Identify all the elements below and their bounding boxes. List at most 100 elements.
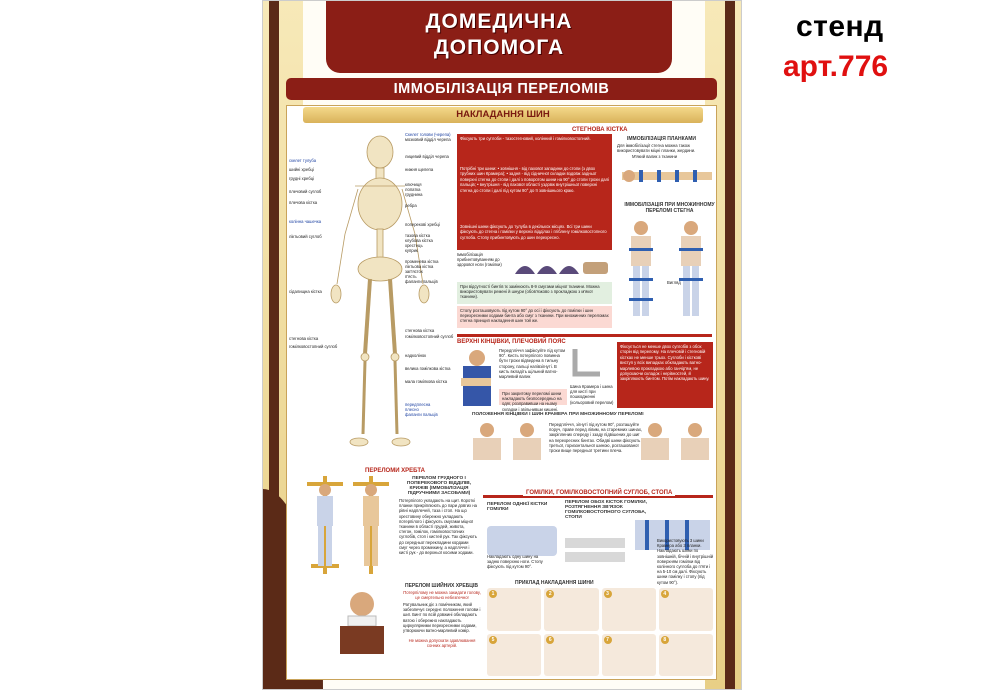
stand-label: стенд bbox=[796, 10, 884, 43]
skeleton-label: фаланги пальців bbox=[405, 279, 438, 284]
skeleton-label: ключиця bbox=[405, 182, 422, 187]
cramer-splint-icon bbox=[572, 349, 600, 377]
upper-closed-note: При закритому переломі шини накладають б… bbox=[499, 389, 567, 412]
upper-heading: ВЕРХНІ КІНЦІВКИ, ПЛЕЧОВИЙ ПОЯС bbox=[457, 339, 566, 345]
skeleton-label: клубова кістка bbox=[405, 238, 433, 243]
femur-text-3: Зовнішні шини фіксують до тулуба в декіл… bbox=[457, 222, 612, 250]
skeleton-label: скелет тулуба bbox=[289, 158, 317, 163]
frame-brown-left bbox=[269, 1, 279, 689]
skeleton-label: плесно bbox=[405, 407, 419, 412]
skeleton-label: п'ясть bbox=[405, 274, 417, 279]
skeleton-label: Скелет голови (черепа) bbox=[405, 132, 451, 137]
planks-heading: ІММОБІЛІЗАЦІЯ ПЛАНКАМИ bbox=[627, 136, 697, 142]
shin-divider bbox=[483, 495, 713, 498]
neck-collar-figure bbox=[340, 592, 384, 654]
step-panel: 8 bbox=[658, 633, 713, 676]
upper-divider bbox=[457, 334, 712, 337]
poster-title: ДОМЕДИЧНА ДОПОМОГА bbox=[326, 9, 672, 61]
step-panel: 6 bbox=[544, 633, 599, 676]
step-number: 5 bbox=[489, 635, 497, 644]
spine-text: Потерпілого укладають на щит. Короткі пл… bbox=[399, 498, 478, 556]
bandage-roll-icons bbox=[515, 262, 608, 274]
skeleton-label: мозковий відділ черепа bbox=[405, 137, 451, 142]
skeleton-label: ребра bbox=[405, 203, 417, 208]
section-splints: НАКЛАДАННЯ ШИН bbox=[303, 107, 703, 123]
step-panel: 1 bbox=[487, 588, 542, 631]
spine-heading: ПЕРЕЛОМИ ХРЕБТА bbox=[365, 468, 425, 474]
skeleton-label: стегнова кістка bbox=[405, 328, 435, 333]
skeleton-label: грудні хребці bbox=[289, 176, 315, 181]
neck-heading: ПЕРЕЛОМ ШИЙНИХ ХРЕБЦІВ bbox=[405, 583, 478, 589]
skeleton-label: лицевий відділ черепа bbox=[405, 154, 449, 159]
spine-sub: ПЕРЕЛОМ ГРУДНОГО І ПОПЕРЕКОВОГО ВІДДІЛІВ… bbox=[406, 476, 472, 496]
upper-cramer-note: Шина Крамера і шина для кисті при пошкод… bbox=[570, 384, 614, 405]
skeleton-label: зап'ясток bbox=[405, 269, 423, 274]
shin-heading: ГОМІЛКИ, ГОМІЛКОВОСТОПНИЙ СУГЛОБ, СТОПА bbox=[523, 490, 676, 496]
step-panel: 7 bbox=[601, 633, 656, 676]
skeleton-label: стегнова кістка bbox=[289, 336, 319, 341]
skeleton-label: лопатка bbox=[405, 187, 421, 192]
step-number: 1 bbox=[489, 590, 497, 598]
planks-view-label: Вигляд bbox=[667, 280, 681, 285]
step-number: 3 bbox=[603, 590, 612, 598]
shin-both-text: Використовують 3 шини Крамера або 3 план… bbox=[657, 538, 714, 585]
femur-text-2: Потрібні три шини: • зовнішня - від пахо… bbox=[457, 164, 612, 222]
shin-splint-figures bbox=[487, 520, 710, 562]
title-tab bbox=[326, 1, 672, 73]
skeleton-illustration bbox=[330, 135, 430, 447]
planks-multi-heading: ІММОБІЛІЗАЦІЯ ПРИ МНОЖИННОМУ ПЕРЕЛОМІ СТ… bbox=[624, 202, 715, 214]
shin-one-heading: ПЕРЕЛОМ ОДНІЄЇ КІСТКИ ГОМІЛКИ bbox=[487, 502, 548, 512]
content-panel: НАКЛАДАННЯ ШИН Ске bbox=[286, 105, 717, 680]
skeleton-label: хрестець bbox=[405, 243, 423, 248]
skeleton-label: мала гомілкова кістка bbox=[405, 379, 448, 384]
multi-fracture-figures bbox=[629, 221, 703, 316]
frame-brown-right bbox=[725, 1, 735, 689]
poster: ДОМЕДИЧНА ДОПОМОГА ІММОБІЛІЗАЦІЯ ПЕРЕЛОМ… bbox=[262, 0, 742, 690]
step-number: 2 bbox=[546, 590, 555, 598]
article-label: арт.776 bbox=[783, 50, 889, 83]
arm-splint-figure bbox=[461, 350, 491, 406]
skeleton-label: нижня щелепа bbox=[405, 167, 434, 172]
upper-red-note: Фіксується не менше двох суглобів з обох… bbox=[617, 342, 713, 408]
skeleton-label: гомілковостопний суглоб bbox=[405, 334, 454, 339]
cramer-heading: ПОЛОЖЕННЯ КІНЦІВКИ І ШИН КРАМЕРА ПРИ МНО… bbox=[472, 412, 644, 417]
step-number: 8 bbox=[660, 635, 669, 644]
skeleton-label: поперекові хребці bbox=[405, 222, 440, 227]
neck-text: Ратувальник діє з помічником, який забез… bbox=[403, 602, 481, 634]
spine-board-figures bbox=[307, 476, 389, 574]
skeleton-labels-left: скелет тулуба шийні хребці грудні хребці… bbox=[289, 158, 325, 294]
step-number: 7 bbox=[603, 635, 612, 644]
shin-example-heading: ПРИКЛАД НАКЛАДАННЯ ШИНИ bbox=[515, 580, 594, 586]
skeleton-label: плечова кістка bbox=[289, 200, 318, 205]
step-panel: 2 bbox=[544, 588, 599, 631]
neck-warning: Потерпілому не можна закидати голову, це… bbox=[403, 590, 481, 601]
femur-green-note: При відсутності бинтів їх замінюють 8-9 … bbox=[457, 282, 612, 304]
skeleton-label: променева кістка bbox=[405, 259, 439, 264]
skeleton-label: шийні хребці bbox=[289, 167, 314, 172]
cramer-text: Передпліччя, зігнуті під кутом 90°, розт… bbox=[549, 422, 643, 454]
skeleton-label: передплесна bbox=[405, 402, 431, 407]
skeleton-label: куприк bbox=[405, 248, 418, 253]
skeleton-label: груднина bbox=[405, 192, 423, 197]
skeleton-label: ліктьова кістка bbox=[405, 264, 434, 269]
femur-pink-note: Стопу розташовують під кутом 90° до осі … bbox=[457, 306, 612, 328]
step-number: 6 bbox=[546, 635, 555, 644]
femur-heading: СТЕГНОВА КІСТКА bbox=[572, 127, 628, 133]
skeleton-label: велика гомілкова кістка bbox=[405, 366, 451, 371]
skeleton-labels-lower: стегнова кістка надколінок велика гомілк… bbox=[405, 328, 465, 417]
skeleton-label: гомілковостопний суглоб bbox=[289, 344, 338, 349]
planks-roller: М'який валик з тканини bbox=[632, 154, 678, 159]
upper-text-1: Передпліччя зафіксуйте під кутом 90°. Ки… bbox=[499, 348, 566, 380]
femur-tie-label: Іммобілізація прибинтовуванням до здоров… bbox=[457, 252, 502, 268]
title-line-2: ДОПОМОГА bbox=[433, 36, 565, 59]
shin-steps-grid: 1 2 3 4 5 6 7 8 bbox=[487, 588, 713, 676]
skeleton-label: фаланги пальців bbox=[405, 412, 438, 417]
skeleton-label: ліктьовий суглоб bbox=[289, 234, 322, 239]
skeleton-label: плечовий суглоб bbox=[289, 189, 322, 194]
title-line-1: ДОМЕДИЧНА bbox=[425, 10, 573, 33]
cramer-figures bbox=[473, 423, 709, 460]
step-panel: 5 bbox=[487, 633, 542, 676]
femur-text-1: Фіксують три суглоби - тазостегновий, ко… bbox=[457, 134, 612, 164]
skeleton-label: колінна чашечка bbox=[289, 219, 322, 224]
